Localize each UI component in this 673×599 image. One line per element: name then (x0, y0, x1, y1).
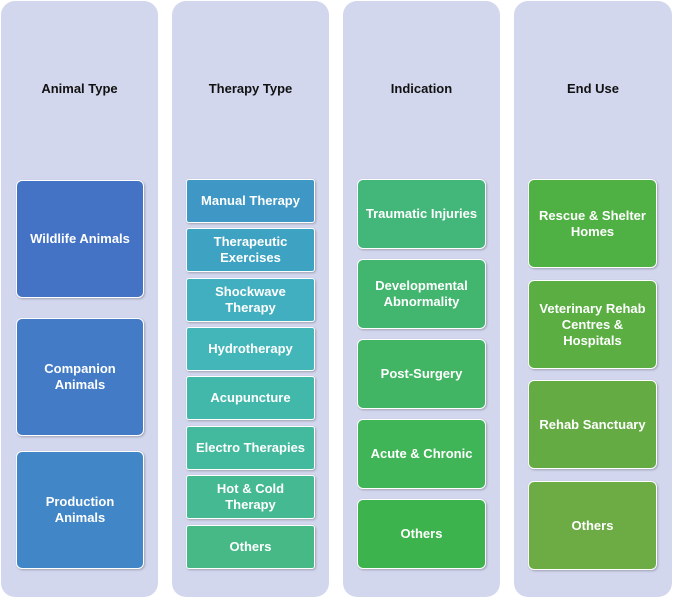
column-animal-type: Animal Type Wildlife Animals Companion A… (1, 1, 158, 597)
box-shockwave-therapy: Shockwave Therapy (186, 278, 315, 322)
box-therapeutic-exercises: Therapeutic Exercises (186, 228, 315, 272)
box-acupuncture: Acupuncture (186, 376, 315, 420)
column-end-use: End Use Rescue & Shelter Homes Veterinar… (514, 1, 672, 597)
box-rescue-shelter-homes: Rescue & Shelter Homes (528, 179, 657, 268)
column-title-therapy-type: Therapy Type (208, 81, 293, 96)
box-end-use-others: Others (528, 481, 657, 570)
box-veterinary-rehab: Veterinary Rehab Centres & Hospitals (528, 280, 657, 369)
column-title-indication: Indication (390, 81, 453, 96)
box-therapy-others: Others (186, 525, 315, 569)
column-title-animal-type: Animal Type (41, 81, 118, 96)
box-developmental-abnormality: Developmental Abnormality (357, 259, 486, 329)
box-post-surgery: Post-Surgery (357, 339, 486, 409)
column-title-end-use: End Use (566, 81, 619, 96)
box-production-animals: Production Animals (16, 451, 144, 569)
box-hydrotherapy: Hydrotherapy (186, 327, 315, 371)
column-indication: Indication Traumatic Injuries Developmen… (343, 1, 500, 597)
box-rehab-sanctuary: Rehab Sanctuary (528, 380, 657, 469)
box-wildlife-animals: Wildlife Animals (16, 180, 144, 298)
box-manual-therapy: Manual Therapy (186, 179, 315, 223)
box-traumatic-injuries: Traumatic Injuries (357, 179, 486, 249)
column-therapy-type: Therapy Type Manual Therapy Therapeutic … (172, 1, 329, 597)
box-hot-cold-therapy: Hot & Cold Therapy (186, 475, 315, 519)
box-electro-therapies: Electro Therapies (186, 426, 315, 470)
box-acute-chronic: Acute & Chronic (357, 419, 486, 489)
box-indication-others: Others (357, 499, 486, 569)
box-companion-animals: Companion Animals (16, 318, 144, 436)
